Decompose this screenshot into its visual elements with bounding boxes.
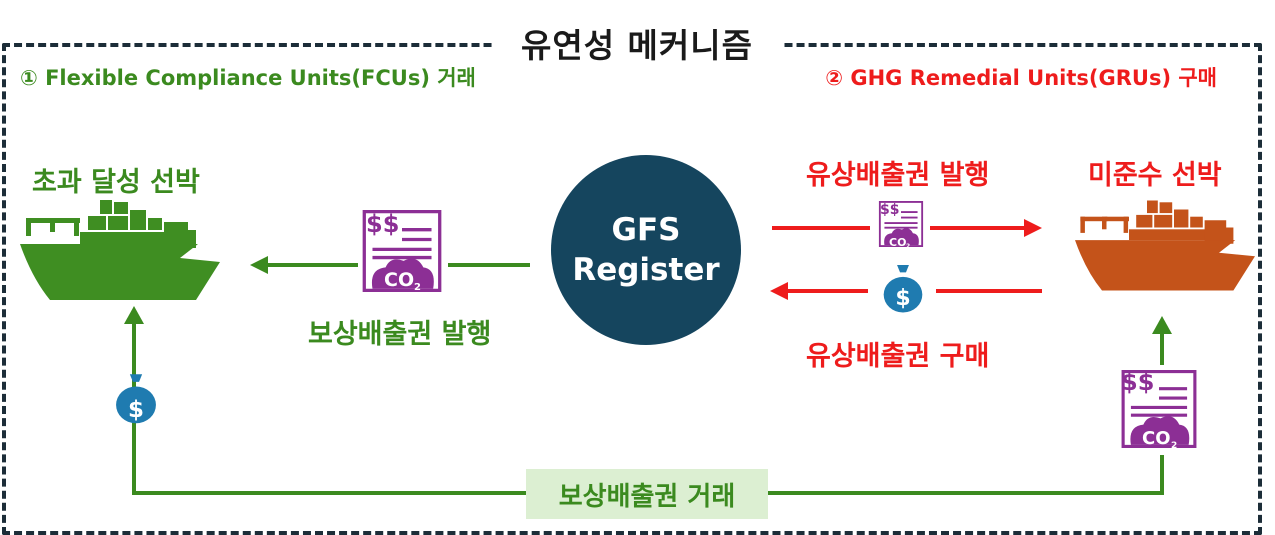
fcu-money-bag-icon: $ xyxy=(116,374,156,424)
fcu-trade-loop-arrow xyxy=(132,320,1164,495)
title-container: 유연성 메커니즘 xyxy=(492,14,782,72)
non-compliant-ship-label: 미준수 선박 xyxy=(1088,160,1222,191)
fcu-certificate-icon: $$ CO 2 xyxy=(362,209,442,293)
fcu-cert-co2: CO xyxy=(384,269,414,291)
diagram-title: 유연성 메커니즘 xyxy=(520,26,753,65)
over-achieving-ship-label: 초과 달성 선박 xyxy=(32,167,200,198)
trade-cert-co2-sub: 2 xyxy=(1171,441,1177,451)
gru-buy-arrow xyxy=(770,282,1042,300)
gru-certificate-icon: $$ CO 2 xyxy=(878,200,924,250)
gru-issue-label: 유상배출권 발행 xyxy=(806,160,990,191)
fcu-trade-box: 보상배출권 거래 xyxy=(526,469,768,519)
gfs-register-line2: Register xyxy=(572,252,720,288)
arrowhead-to-over-achieving-ship xyxy=(124,306,144,324)
non-compliant-ship-icon xyxy=(1075,200,1255,291)
gru-cert-co2: CO xyxy=(889,236,906,249)
over-achieving-ship-icon xyxy=(20,200,220,300)
arrowhead-to-non-compliant-ship xyxy=(1152,316,1172,334)
gru-money-symbol: $ xyxy=(895,286,910,311)
gru-money-bag-icon: $ xyxy=(883,264,923,313)
trade-certificate-icon: $$ CO 2 xyxy=(1121,368,1197,451)
trade-cert-co2: CO xyxy=(1142,428,1171,449)
gru-section-label: ② GHG Remedial Units(GRUs) 구매 xyxy=(825,66,1217,90)
gru-issue-arrow xyxy=(772,219,1042,237)
gru-cert-dollar: $$ xyxy=(880,202,899,218)
fcu-cert-co2-sub: 2 xyxy=(414,282,421,293)
gru-buy-label: 유상배출권 구매 xyxy=(806,341,990,372)
fcu-issue-label: 보상배출권 발행 xyxy=(308,319,492,350)
fcu-cert-dollar: $$ xyxy=(366,210,399,238)
fcu-trade-label: 보상배출권 거래 xyxy=(558,481,736,512)
trade-cert-dollar: $$ xyxy=(1121,368,1154,396)
gfs-register-line1: GFS xyxy=(611,212,681,248)
fcu-money-symbol: $ xyxy=(128,397,144,423)
fcu-section-label: ① Flexible Compliance Units(FCUs) 거래 xyxy=(20,66,476,90)
fcu-issue-arrow xyxy=(250,256,530,274)
gfs-register-node: GFS Register xyxy=(551,155,741,345)
gru-cert-co2-sub: 2 xyxy=(906,243,910,250)
